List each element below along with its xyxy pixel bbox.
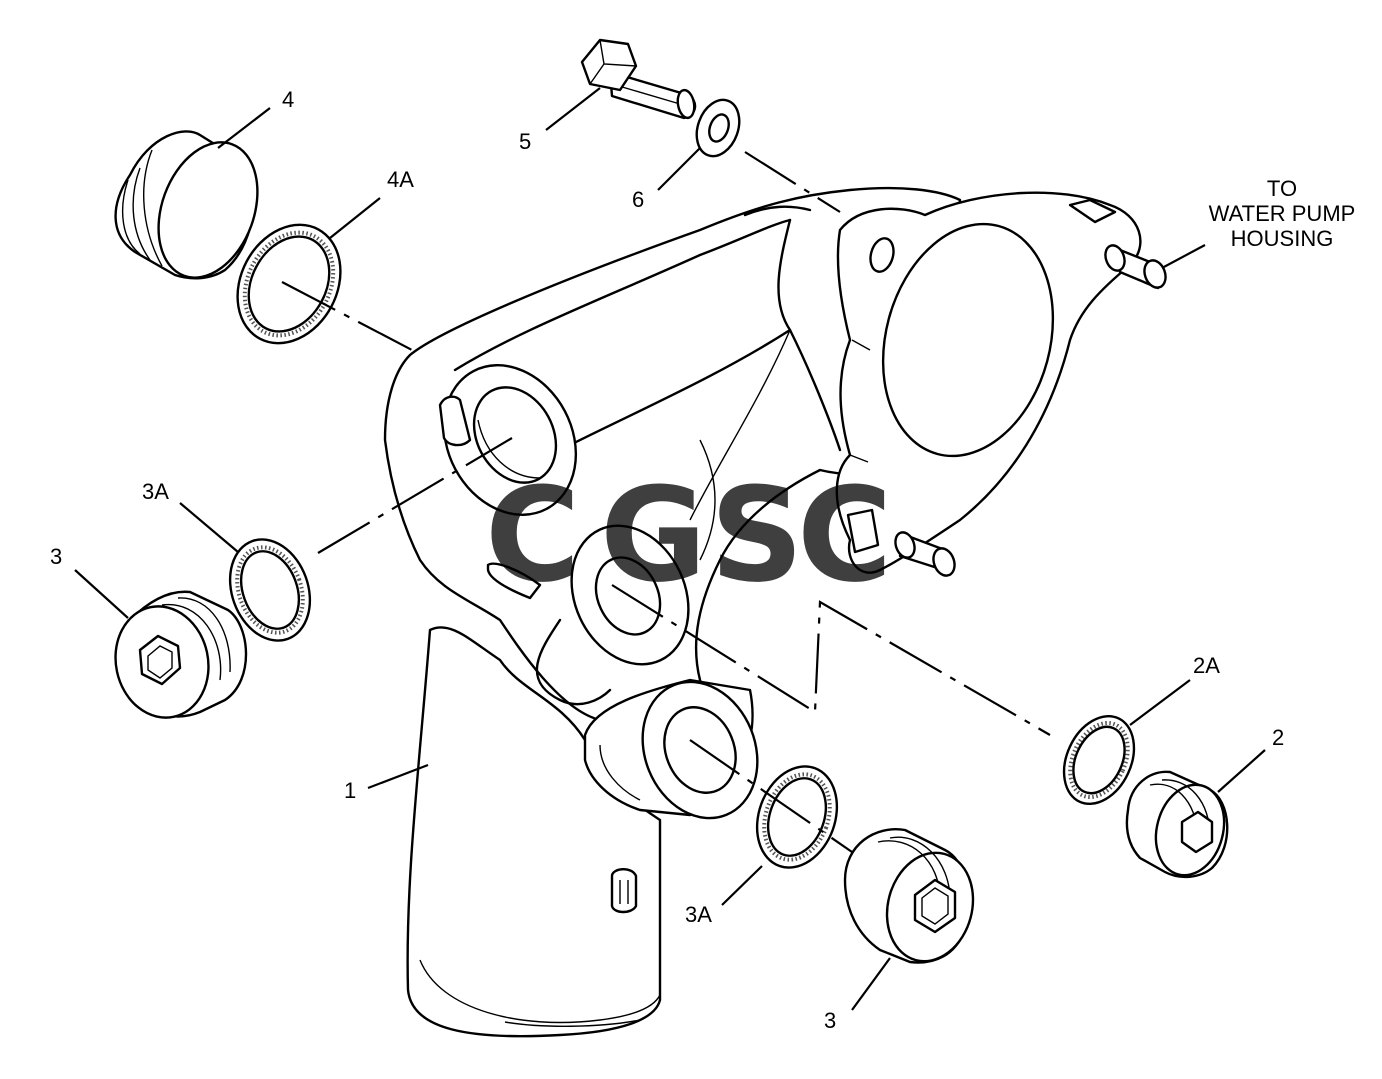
label-part-2: 2 [1272,725,1284,750]
leader-lines [74,87,1266,1011]
label-part-3a-bottom: 3A [685,902,712,927]
label-part-5: 5 [519,129,531,154]
bolt-part-5 [580,38,697,120]
washer-part-6 [695,98,741,158]
dowel-pin-lower [894,531,956,577]
watermark-letter-2: G [600,459,707,611]
label-part-2a: 2A [1193,653,1220,678]
plug-part-3-bottom [843,828,975,964]
dowel-pin-upper [1104,244,1167,290]
center-lines [281,151,1051,853]
gasket-part-4a [236,223,342,345]
gasket-part-3a-bottom [755,765,839,869]
plug-part-4 [114,130,259,280]
callout-line-1: TO [1267,176,1297,201]
watermark-logo: C G S C [485,459,892,611]
label-part-4: 4 [282,87,294,112]
callout-line-2: WATER PUMP [1209,201,1356,226]
label-part-6: 6 [632,187,644,212]
plug-part-3-left [114,590,248,719]
housing-part-1 [383,186,1167,1038]
watermark-letter-1: C [485,459,580,611]
label-part-3-left: 3 [50,544,62,569]
gasket-part-3a-left [228,538,312,642]
label-part-3-bottom: 3 [824,1008,836,1033]
plug-part-2 [1125,770,1229,879]
watermark-letter-4: C [797,459,892,611]
gasket-part-2a [1062,714,1136,806]
watermark-letter-3: S [710,459,804,611]
callout-line-3: HOUSING [1231,226,1334,251]
label-part-1: 1 [344,778,356,803]
label-part-4a: 4A [387,167,414,192]
label-part-3a-left: 3A [142,479,169,504]
